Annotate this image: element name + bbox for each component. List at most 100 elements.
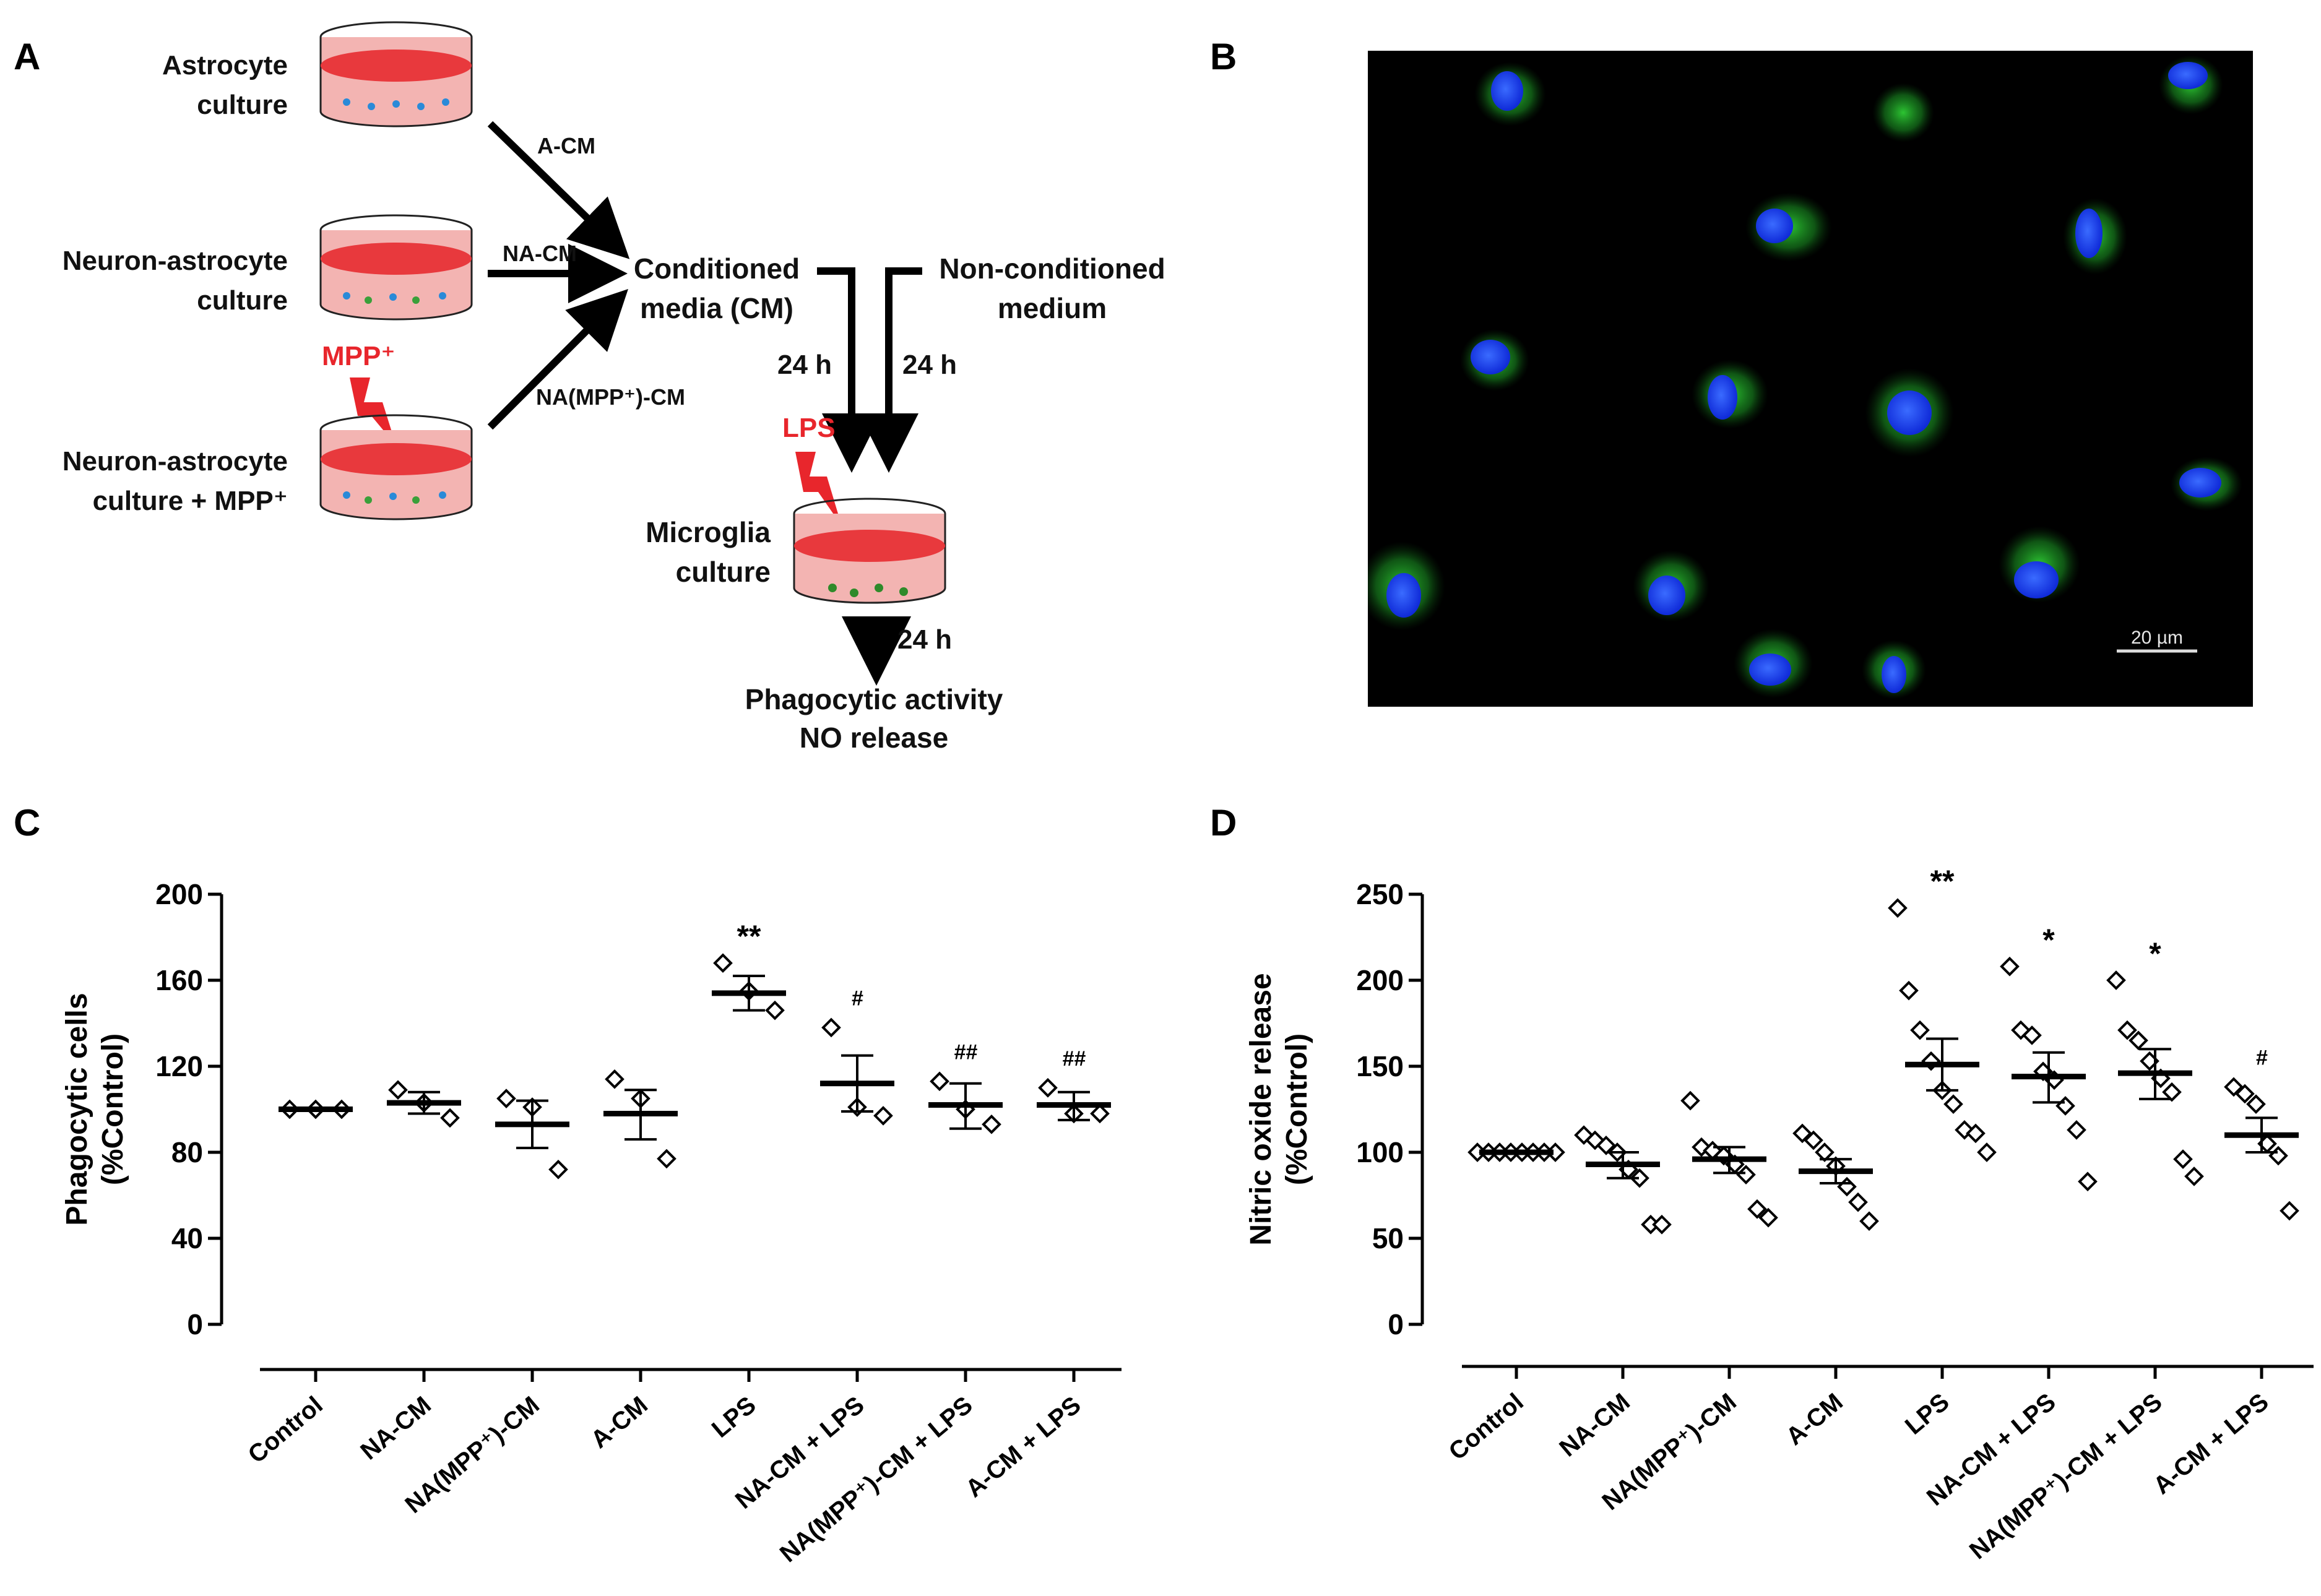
cell-6 — [1460, 329, 1529, 391]
y-tick-label: 100 — [1356, 1136, 1404, 1168]
y-tick-label: 200 — [155, 878, 203, 910]
x-tick-label: NA(MPP⁺)-CM + LPS — [1964, 1388, 2168, 1564]
data-point — [982, 1114, 1001, 1134]
y-axis-label: (%Control) — [1281, 1033, 1313, 1185]
astrocyte-cells-icon — [343, 98, 449, 110]
cell-13 — [1734, 629, 1813, 698]
data-point — [1680, 1090, 1700, 1111]
data-point — [2022, 1025, 2042, 1045]
data-point — [2235, 1084, 2255, 1104]
x-tick-label: A-CM + LPS — [961, 1391, 1086, 1503]
data-point — [1630, 1168, 1649, 1188]
data-point — [2129, 1030, 2148, 1051]
data-point — [1652, 1214, 1672, 1235]
data-point — [2224, 1077, 2244, 1097]
y-tick-label: 120 — [155, 1050, 203, 1082]
significance-label: * — [2149, 936, 2161, 971]
panel-a-letter: A — [14, 36, 40, 77]
x-tick-label: Control — [243, 1391, 328, 1469]
data-point — [1804, 1130, 1823, 1150]
mpp-lightning-icon — [350, 377, 396, 446]
non-conditioned-label-2: medium — [998, 292, 1107, 324]
non-conditioned-label-1: Non-conditioned — [939, 252, 1165, 285]
significance-label: # — [852, 986, 863, 1010]
data-point — [1977, 1142, 1997, 1162]
data-point — [2280, 1201, 2299, 1221]
micrograph-cells: 20 µm — [1368, 55, 2242, 699]
y-tick-label: 150 — [1356, 1050, 1404, 1082]
microglia-dish — [793, 498, 946, 604]
neuron-astrocyte-mpp-dish — [319, 414, 473, 520]
mpp-cells-icon — [343, 491, 446, 504]
cell-9 — [2171, 457, 2242, 511]
neuron-astrocyte-label-1: Neuron-astrocyte — [63, 246, 288, 276]
cell-8 — [1865, 368, 1954, 457]
x-tick-label: A-CM — [586, 1391, 653, 1454]
y-tick-label: 250 — [1356, 878, 1404, 910]
fluorescence-micrograph: 20 µm — [1368, 51, 2253, 707]
x-tick-label: NA(MPP⁺)-CM + LPS — [775, 1391, 978, 1568]
data-point — [1090, 1103, 1110, 1124]
conditioned-media-label-2: media (CM) — [640, 292, 793, 324]
cell-7 — [1692, 360, 1768, 429]
cell-11 — [1633, 550, 1709, 622]
data-point — [2268, 1145, 2288, 1166]
significance-label: ## — [1062, 1047, 1086, 1071]
data-point — [2106, 970, 2126, 990]
x-tick-label: Control — [1444, 1388, 1529, 1465]
lps-label: LPS — [782, 413, 836, 443]
data-point — [1736, 1165, 1756, 1184]
y-tick-label: 80 — [171, 1136, 203, 1168]
astrocyte-culture-label-2: culture — [197, 90, 288, 120]
cell-1 — [1474, 62, 1546, 126]
neuron-astrocyte-cells-icon — [343, 292, 446, 304]
arrow-acm — [487, 121, 630, 259]
data-point — [1943, 1094, 1963, 1114]
significance-label: ** — [1930, 864, 1955, 899]
data-point — [821, 1017, 841, 1038]
readout-label-1: Phagocytic activity — [745, 683, 1003, 715]
neuron-astrocyte-mpp-label-2: culture + MPP⁺ — [93, 486, 288, 516]
data-point — [765, 1000, 785, 1020]
data-point — [2117, 1020, 2137, 1040]
data-point — [1910, 1020, 1930, 1040]
y-tick-label: 160 — [155, 964, 203, 996]
data-point — [2246, 1094, 2266, 1114]
x-tick-label: LPS — [707, 1391, 761, 1443]
astrocyte-dish — [319, 21, 473, 127]
arrow-nacm-label: NA-CM — [503, 241, 577, 266]
astrocyte-culture-label-1: Astrocyte — [162, 50, 288, 80]
cell-4 — [1745, 192, 1832, 262]
significance-label: ## — [954, 1040, 977, 1064]
microglia-label-2: culture — [676, 556, 771, 588]
neuron-astrocyte-mpp-label-1: Neuron-astrocyte — [63, 446, 288, 477]
y-tick-label: 0 — [187, 1308, 203, 1340]
time-left-label: 24 h — [777, 350, 832, 380]
data-point — [1758, 1207, 1778, 1228]
significance-label: * — [2042, 923, 2055, 957]
microglia-cells-icon — [828, 584, 908, 597]
data-point — [548, 1159, 568, 1180]
time-right-label: 24 h — [902, 350, 957, 380]
data-point — [930, 1071, 949, 1092]
panel-d-letter: D — [1210, 802, 1237, 843]
x-tick-label: A-CM — [1781, 1388, 1848, 1451]
data-point — [2067, 1120, 2086, 1140]
data-point — [1815, 1142, 1835, 1162]
lps-lightning-icon — [795, 452, 842, 526]
arrow-cm-to-microglia — [817, 267, 881, 473]
data-point — [440, 1108, 460, 1128]
scale-bar-label: 20 µm — [2131, 628, 2183, 648]
x-tick-label: A-CM + LPS — [2148, 1388, 2274, 1499]
data-point — [2173, 1149, 2193, 1169]
data-point — [873, 1106, 893, 1126]
y-tick-label: 50 — [1372, 1222, 1404, 1254]
workflow-diagram: A Astrocyte culture Neuron-astrocyte cul… — [14, 21, 1165, 754]
data-point — [1859, 1211, 1879, 1232]
cell-14 — [1862, 640, 1926, 699]
data-point — [388, 1080, 408, 1100]
data-point — [657, 1149, 676, 1169]
data-point — [496, 1089, 516, 1108]
